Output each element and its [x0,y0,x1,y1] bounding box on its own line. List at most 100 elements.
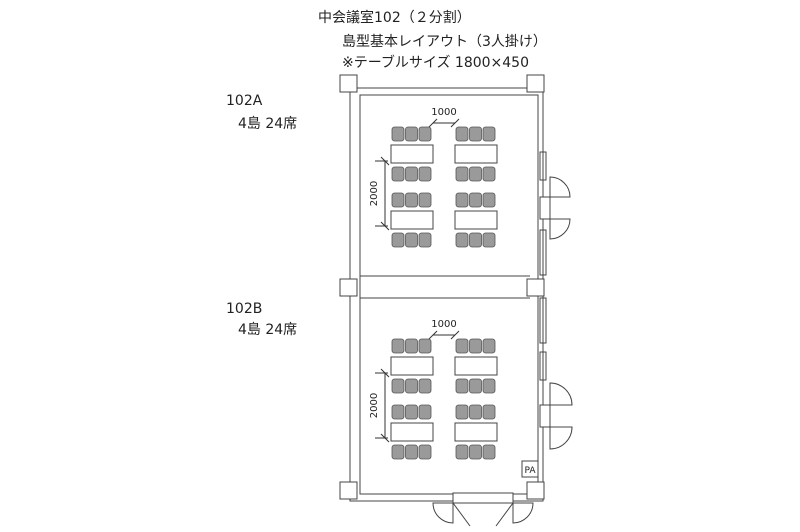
dimension-tick [428,330,438,340]
table [454,422,498,442]
dimension-label-h: 1000 [431,107,456,118]
table [390,356,434,376]
chair [469,192,482,208]
dimension-tick [380,368,390,378]
dimension-label-h: 1000 [431,319,456,330]
pillar-bottom-right [526,481,545,500]
chair [482,404,496,420]
inner-wall [359,94,539,495]
layout-description: 島型基本レイアウト（3人掛け） [342,34,547,50]
door-swing-b1 [549,382,573,406]
chair [455,404,469,420]
table-size-note: ※テーブルサイズ 1800×450 [342,55,530,71]
chair [405,126,418,142]
dimension-tick [380,156,390,166]
dimension-label-v: 2000 [369,393,380,418]
chair [482,232,496,248]
chair [391,338,405,354]
window-b2 [539,351,547,381]
door-leaf-bottom-2 [495,502,514,527]
door-swing-a2 [549,218,571,240]
door-leaf-bottom-1 [452,502,471,527]
dimension-tick [450,118,460,128]
dimension-label-v: 2000 [369,181,380,206]
chair [455,192,469,208]
pa-box [521,460,539,478]
room-b-name: 102B [226,301,263,317]
table [454,210,498,230]
window-b1 [539,297,547,344]
chair [455,232,469,248]
chair [482,338,496,354]
chair [469,444,482,460]
chair [405,444,418,460]
table [390,422,434,442]
chair [469,338,482,354]
chair [391,192,405,208]
pillar-mid-left [339,278,358,297]
chair [482,378,496,394]
chair [405,338,418,354]
chair [418,338,432,354]
chair [418,378,432,394]
chair [418,166,432,182]
room-b-layout: 1000 2000 [369,319,498,460]
chair [469,404,482,420]
chair [405,192,418,208]
door-swing-bottom-2 [512,502,534,524]
chair [469,166,482,182]
chair [391,232,405,248]
chair [482,444,496,460]
outer-wall [349,87,544,502]
window-a2 [539,229,547,276]
room-a-name: 102A [226,93,263,109]
chair [418,232,432,248]
chair [418,404,432,420]
chair [418,126,432,142]
chair [455,338,469,354]
chair [455,166,469,182]
chair [391,404,405,420]
door-frame-bottom [452,492,514,504]
chair [391,166,405,182]
chair [405,232,418,248]
table [390,210,434,230]
table [454,144,498,164]
pillar-bottom-left [339,481,358,500]
chair [391,444,405,460]
chair [391,126,405,142]
chair [482,166,496,182]
room-layouts: 1000 2000 1000 2000 [369,107,498,460]
chair [418,444,432,460]
room-a-layout: 1000 2000 [369,107,498,248]
room-a-capacity: 4島 24席 [238,116,298,132]
window-a1 [539,151,547,181]
dimension-tick [380,221,390,231]
room-title: 中会議室102（２分割） [318,10,471,26]
chair [482,126,496,142]
table [390,144,434,164]
door-frame-a [539,196,551,220]
dimension-tick [380,433,390,443]
door-swing-bottom-1 [432,502,454,524]
chair [405,404,418,420]
dimension-tick [450,330,460,340]
chair [405,166,418,182]
chair [405,378,418,394]
chair [391,378,405,394]
chair [469,232,482,248]
room-b-capacity: 4島 24席 [238,322,298,338]
door-swing-a1 [549,176,571,198]
pillar-mid-right [526,278,545,297]
dimension-tick [428,118,438,128]
chair [469,378,482,394]
pillar-top-left [339,74,358,93]
chair [469,126,482,142]
table [454,356,498,376]
chair [455,444,469,460]
chair [455,378,469,394]
door-swing-b2 [549,426,573,450]
chair [418,192,432,208]
pillar-top-right [526,74,545,93]
